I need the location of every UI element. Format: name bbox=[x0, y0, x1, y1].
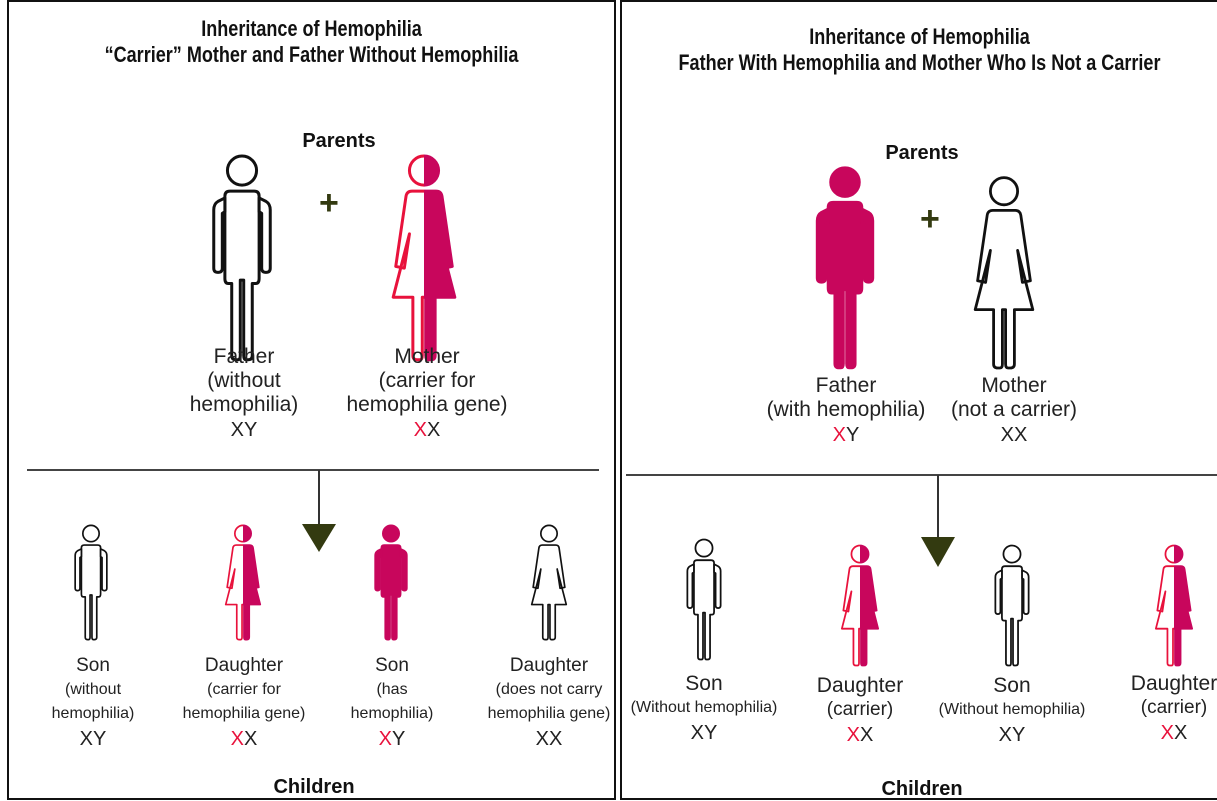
generation-divider bbox=[27, 469, 599, 471]
panel-carrier-mother: Inheritance of Hemophilia “Carrier” Moth… bbox=[7, 0, 616, 800]
child-figure-3-affected-shape bbox=[374, 524, 408, 641]
mother-label: Mother (not a carrier) XX bbox=[951, 374, 1077, 448]
mother-name: Mother bbox=[981, 374, 1047, 397]
mother-figure bbox=[973, 176, 1035, 370]
panel-title-line2: Father With Hemophilia and Mother Who Is… bbox=[678, 50, 1161, 75]
father-desc2: hemophilia) bbox=[189, 393, 299, 416]
inheritance-arrow bbox=[302, 470, 336, 552]
child-figure-3 bbox=[374, 524, 408, 641]
father-figure bbox=[815, 166, 875, 370]
child-figure-3-outline-shape bbox=[994, 544, 1030, 667]
father-label: Father (without hemophilia) XY bbox=[190, 345, 299, 443]
father-name: Father bbox=[815, 374, 877, 397]
child-figure-1 bbox=[686, 538, 722, 661]
mother-figure-affected-half bbox=[424, 154, 457, 362]
children-label: Children bbox=[881, 778, 963, 800]
child-figure-4 bbox=[1154, 544, 1194, 667]
mother-desc1: (not a carrier) bbox=[950, 398, 1078, 421]
child-label-1: Son (without hemophilia) XY bbox=[51, 655, 135, 750]
panel-title-line1: Inheritance of Hemophilia bbox=[809, 24, 1030, 49]
mother-name: Mother bbox=[394, 345, 460, 368]
mother-figure-unaffected-half bbox=[391, 154, 424, 362]
mother-genotype: XX bbox=[1000, 424, 1028, 446]
parents-label: Parents bbox=[885, 142, 959, 164]
father-label: Father (with hemophilia) XY bbox=[767, 374, 926, 448]
father-name: Father bbox=[213, 345, 275, 368]
parents-label: Parents bbox=[302, 130, 376, 152]
inheritance-arrow bbox=[921, 475, 955, 567]
children-label: Children bbox=[273, 776, 355, 798]
child-label-4: Daughter (carrier) XX bbox=[1130, 672, 1217, 744]
father-figure-affected-shape bbox=[815, 166, 875, 370]
child-figure-1-outline-shape bbox=[686, 538, 722, 661]
child-figure-4 bbox=[530, 524, 568, 641]
father-figure bbox=[212, 154, 272, 362]
child-figure-1 bbox=[74, 524, 108, 641]
father-genotype: XY bbox=[230, 419, 258, 441]
mother-figure bbox=[391, 154, 457, 362]
father-figure-outline-shape bbox=[212, 154, 272, 362]
child-figure-2 bbox=[224, 524, 262, 641]
mother-desc2: hemophilia gene) bbox=[346, 393, 508, 416]
mother-genotype: XX bbox=[413, 419, 441, 441]
child-figure-1-outline-shape bbox=[74, 524, 108, 641]
child-figure-4-affected-half bbox=[1174, 544, 1194, 667]
father-genotype: XY bbox=[832, 424, 860, 446]
panel-title-line2: “Carrier” Mother and Father Without Hemo… bbox=[104, 42, 519, 67]
mother-label: Mother (carrier for hemophilia gene) XX bbox=[346, 345, 507, 443]
child-label-2: Daughter (carrier) XX bbox=[816, 674, 904, 746]
panel-affected-father: Inheritance of Hemophilia Father With He… bbox=[620, 0, 1217, 800]
father-desc1: (with hemophilia) bbox=[766, 398, 926, 421]
plus-sign: + bbox=[319, 184, 339, 222]
child-figure-2-affected-half bbox=[860, 544, 880, 667]
mother-desc1: (carrier for bbox=[378, 369, 476, 392]
child-figure-2-unaffected-half bbox=[840, 544, 860, 667]
father-desc1: (without bbox=[207, 369, 281, 392]
panel-title-line1: Inheritance of Hemophilia bbox=[201, 16, 422, 41]
plus-sign: + bbox=[920, 200, 940, 238]
mother-figure-outline-shape bbox=[973, 176, 1035, 370]
child-label-3: Son (has hemophilia) XY bbox=[350, 655, 434, 750]
child-label-3: Son (Without hemophilia) XY bbox=[938, 674, 1086, 746]
generation-divider bbox=[626, 474, 1217, 476]
child-label-2: Daughter (carrier for hemophilia gene) X… bbox=[182, 655, 306, 750]
child-figure-2-affected-half bbox=[243, 524, 262, 641]
child-figure-4-unaffected-half bbox=[1154, 544, 1174, 667]
child-figure-4-outline-shape bbox=[530, 524, 568, 641]
child-label-4: Daughter (does not carry hemophilia gene… bbox=[487, 655, 611, 750]
child-label-1: Son (Without hemophilia) XY bbox=[630, 672, 778, 744]
child-figure-2-unaffected-half bbox=[224, 524, 243, 641]
child-figure-2 bbox=[840, 544, 880, 667]
child-figure-3 bbox=[994, 544, 1030, 667]
